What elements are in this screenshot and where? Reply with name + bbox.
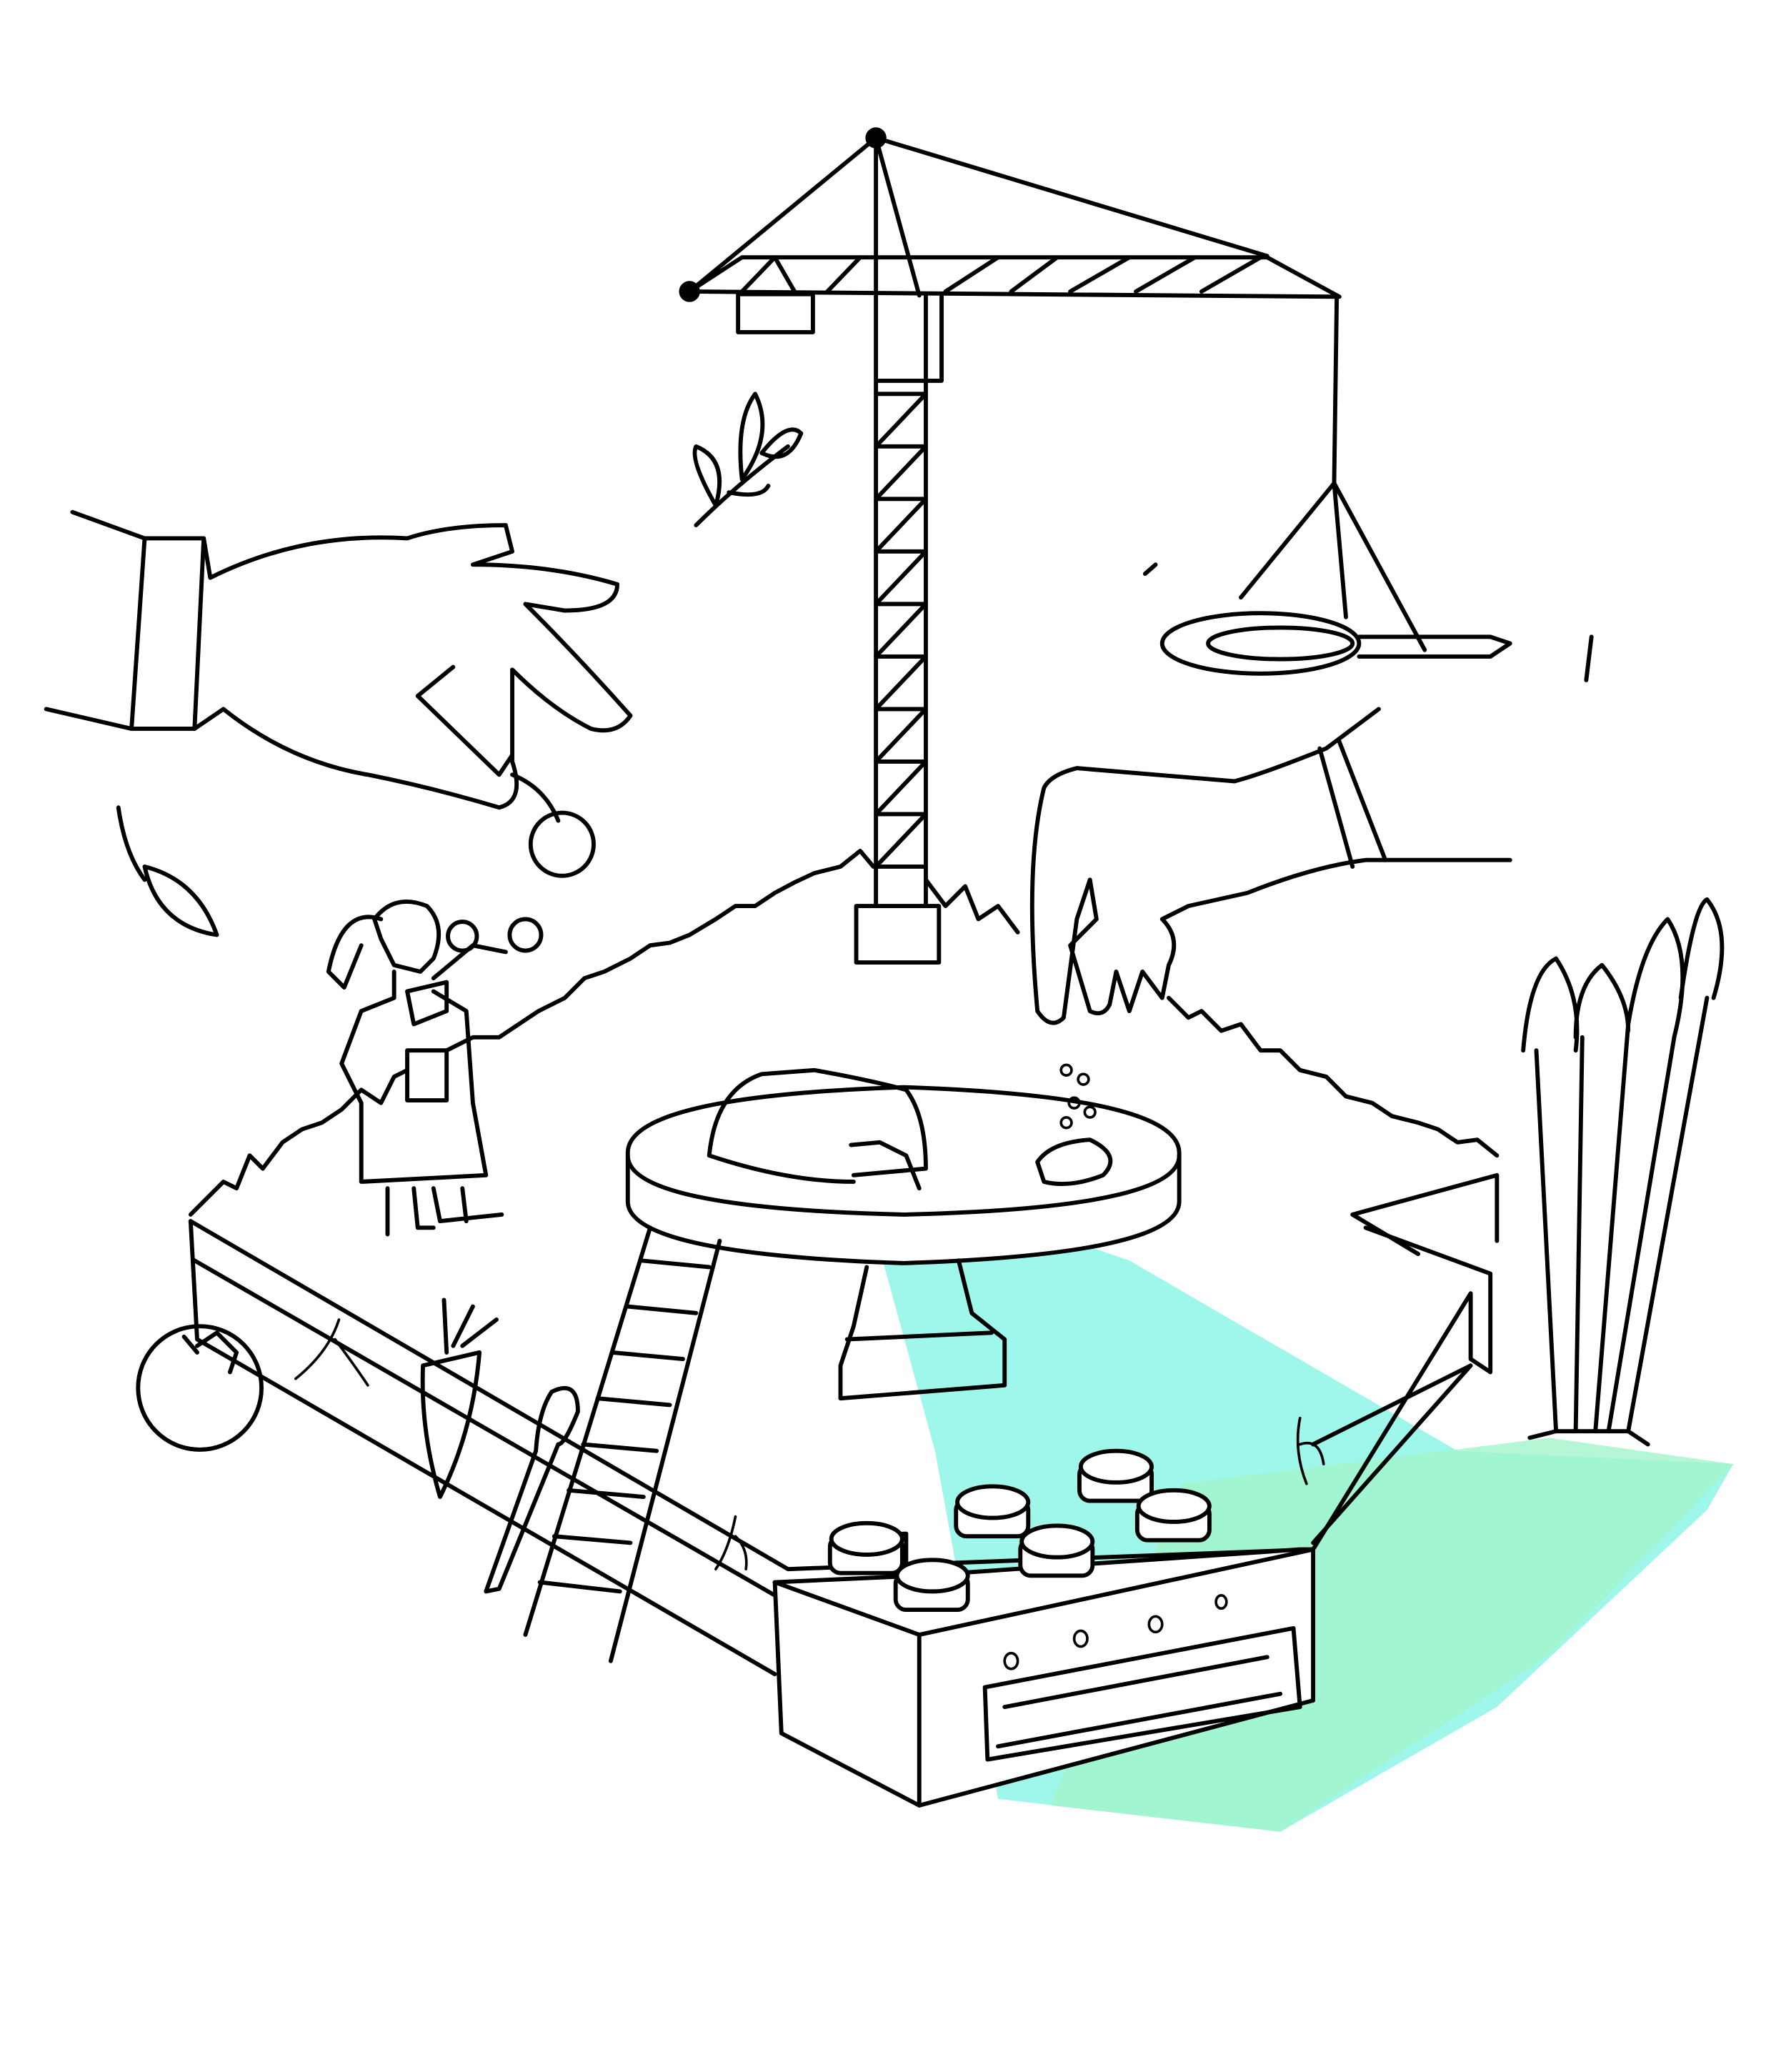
- roots: [294, 1318, 1325, 1570]
- table-with-dough: [625, 1063, 1182, 1401]
- tower-crane: [679, 127, 1427, 965]
- asparagus: [1521, 897, 1725, 1447]
- ladder: [523, 1225, 722, 1663]
- wooden-spoon: [484, 1385, 580, 1594]
- leaves: [116, 392, 804, 937]
- right-hand-sprinkling: [1029, 707, 1512, 1025]
- carrot: [420, 1298, 499, 1499]
- whisk: [1142, 562, 1594, 682]
- brick-oven: [772, 1448, 1316, 1808]
- girl-with-binoculars: [326, 900, 544, 1237]
- tomato: [136, 1324, 264, 1452]
- left-hand-with-cherry: [44, 509, 633, 878]
